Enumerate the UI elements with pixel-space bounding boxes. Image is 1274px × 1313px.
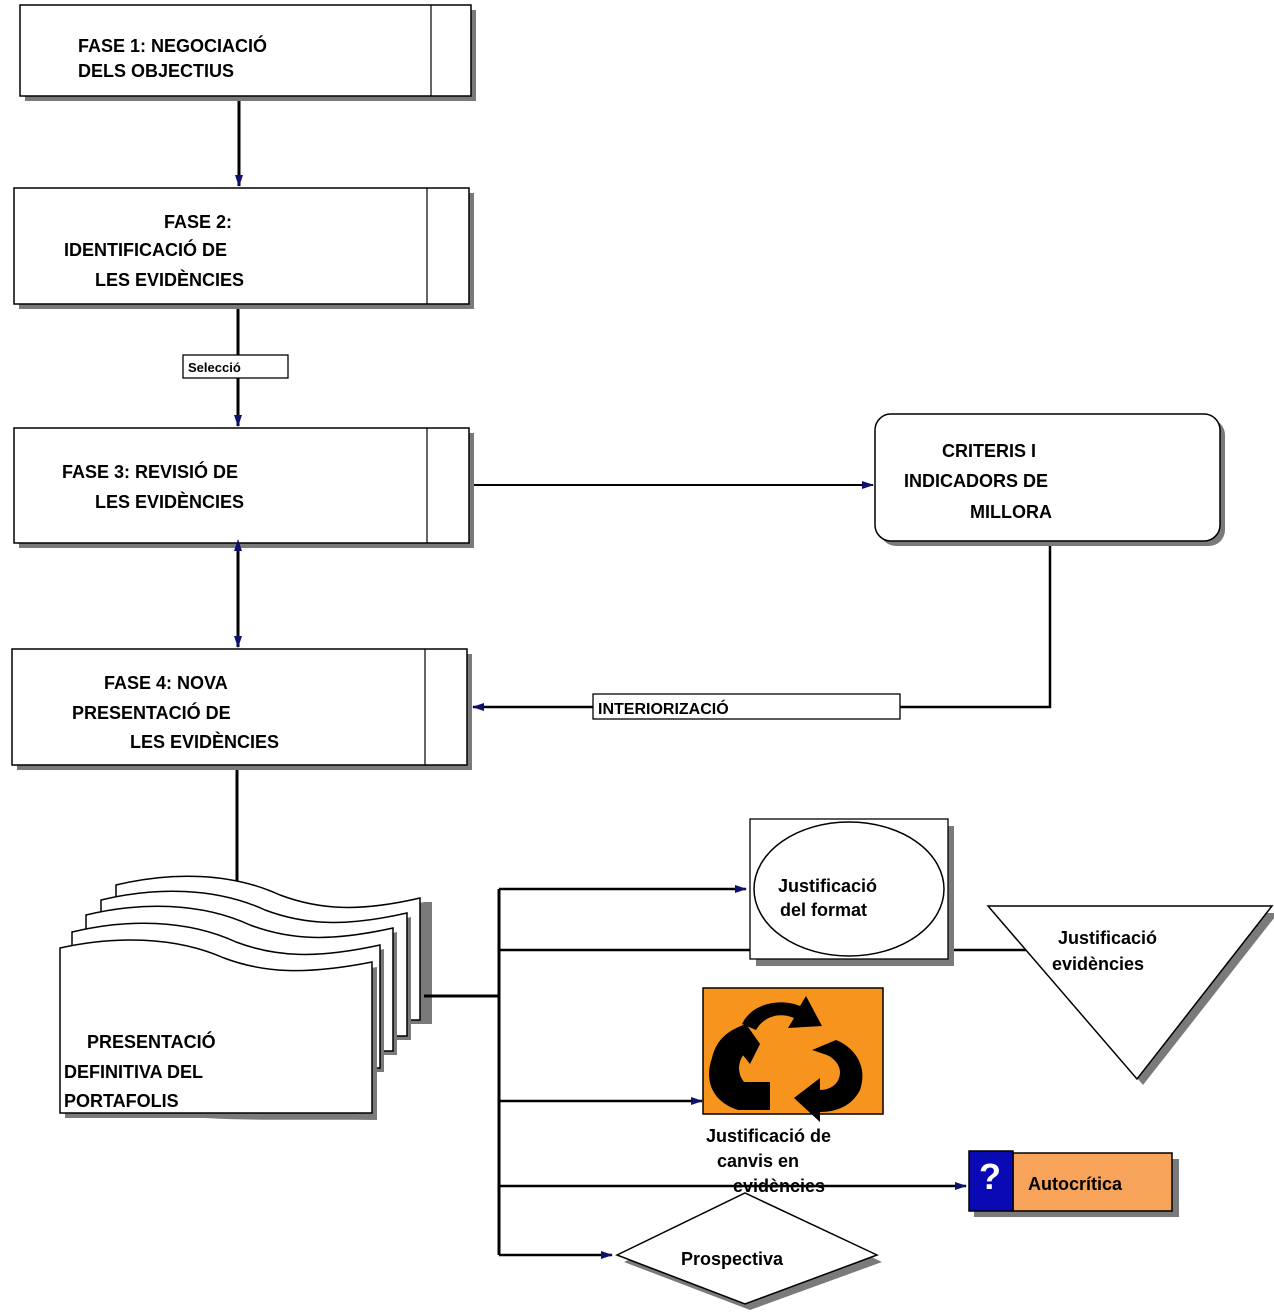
svg-text:PRESENTACIÓ DEFINITIVA D: PRESENTACIÓ DEFINITIVA DEL PORTAFOLIS (64, 1031, 221, 1111)
phase4-line2: PRESENTACIÓ DE (72, 702, 231, 723)
seleccio-label-box: Selecció (182, 354, 289, 379)
portfolio-line3: PORTAFOLIS (64, 1091, 179, 1111)
phase3-box: FASE 3: REVISIÓ DE LES EVIDÈNCIES (13, 427, 474, 548)
format-line2: del format (780, 900, 867, 920)
evidencies-line2: evidències (1052, 954, 1144, 974)
phase4-line3: LES EVIDÈNCIES (130, 731, 279, 752)
phase3-line2: LES EVIDÈNCIES (95, 491, 244, 512)
autocritica-label: Autocrítica (1028, 1174, 1123, 1194)
phase1-box: FASE 1: NEGOCIACIÓ DELS OBJECTIUS (19, 4, 476, 101)
canvis-line3: evidències (733, 1176, 825, 1196)
canvis-line2: canvis en (717, 1151, 799, 1171)
svg-text:FASE 2: IDENTIFICACIÓ DE: FASE 2: IDENTIFICACIÓ DE LES EVIDÈNCIES (64, 212, 244, 290)
portfolio-line1: PRESENTACIÓ (87, 1031, 216, 1052)
phase4-line1: FASE 4: NOVA (104, 673, 228, 693)
evidencies-line1: Justificació (1058, 928, 1157, 948)
svg-text:FASE 1: NEGOCIACIÓ DELS: FASE 1: NEGOCIACIÓ DELS OBJECTIUS (78, 35, 272, 81)
interioritzacio-label: INTERIORIZACIÓ (598, 699, 729, 718)
interioritzacio-label-box: INTERIORIZACIÓ (592, 693, 901, 720)
line-criteria-interioritzacio (900, 546, 1052, 709)
portfolio-documents: PRESENTACIÓ DEFINITIVA DEL PORTAFOLIS (59, 875, 432, 1120)
criteria-line3: MILLORA (970, 502, 1052, 522)
autocritica-label-bg (1012, 1152, 1173, 1212)
prospectiva-node: Prospectiva (615, 1192, 882, 1310)
phase1-line1: FASE 1: NEGOCIACIÓ (78, 35, 267, 56)
svg-text:CRITERIS I INDICADORS DE: CRITERIS I INDICADORS DE MILLORA (904, 441, 1053, 522)
svg-text:FASE 4: NOVA PRESENTACIÓ: FASE 4: NOVA PRESENTACIÓ DE LES EVIDÈNCI… (72, 673, 279, 752)
phase1-line2: DELS OBJECTIUS (78, 61, 234, 81)
svg-text:Justificació de canvis e: Justificació de canvis en evidències (706, 1126, 836, 1196)
svg-text:Justificació del format: Justificació del format (778, 876, 882, 920)
phase3-line1: FASE 3: REVISIÓ DE (62, 461, 238, 482)
phase4-box: FASE 4: NOVA PRESENTACIÓ DE LES EVIDÈNCI… (11, 648, 472, 770)
format-node: Justificació del format (749, 818, 954, 966)
evidencies-node: Justificació evidències (986, 905, 1274, 1085)
prospectiva-label: Prospectiva (681, 1249, 784, 1269)
canvis-line1: Justificació de (706, 1126, 831, 1146)
criteria-line2: INDICADORS DE (904, 471, 1048, 491)
format-line1: Justificació (778, 876, 877, 896)
seleccio-label: Selecció (188, 360, 241, 375)
phase2-line3: LES EVIDÈNCIES (95, 269, 244, 290)
autocritica-node: ? Autocrítica (968, 1150, 1179, 1217)
recycle-icon (709, 996, 863, 1122)
question-icon (968, 1150, 1014, 1212)
canvis-node: Justificació de canvis en evidències (702, 987, 884, 1196)
phase2-line2: IDENTIFICACIÓ DE (64, 239, 227, 260)
portfolio-line2: DEFINITIVA DEL (64, 1062, 203, 1082)
svg-text:Justificació evidències: Justificació evidències (1052, 928, 1162, 974)
svg-text:FASE 3: REVISIÓ DE LES E: FASE 3: REVISIÓ DE LES EVIDÈNCIES (62, 461, 244, 512)
criteria-box: CRITERIS I INDICADORS DE MILLORA (874, 413, 1225, 546)
phase2-line1: FASE 2: (164, 212, 232, 232)
svg-text:?: ? (979, 1156, 1001, 1197)
phase2-box: FASE 2: IDENTIFICACIÓ DE LES EVIDÈNCIES (13, 187, 474, 309)
criteria-line1: CRITERIS I (942, 441, 1036, 461)
